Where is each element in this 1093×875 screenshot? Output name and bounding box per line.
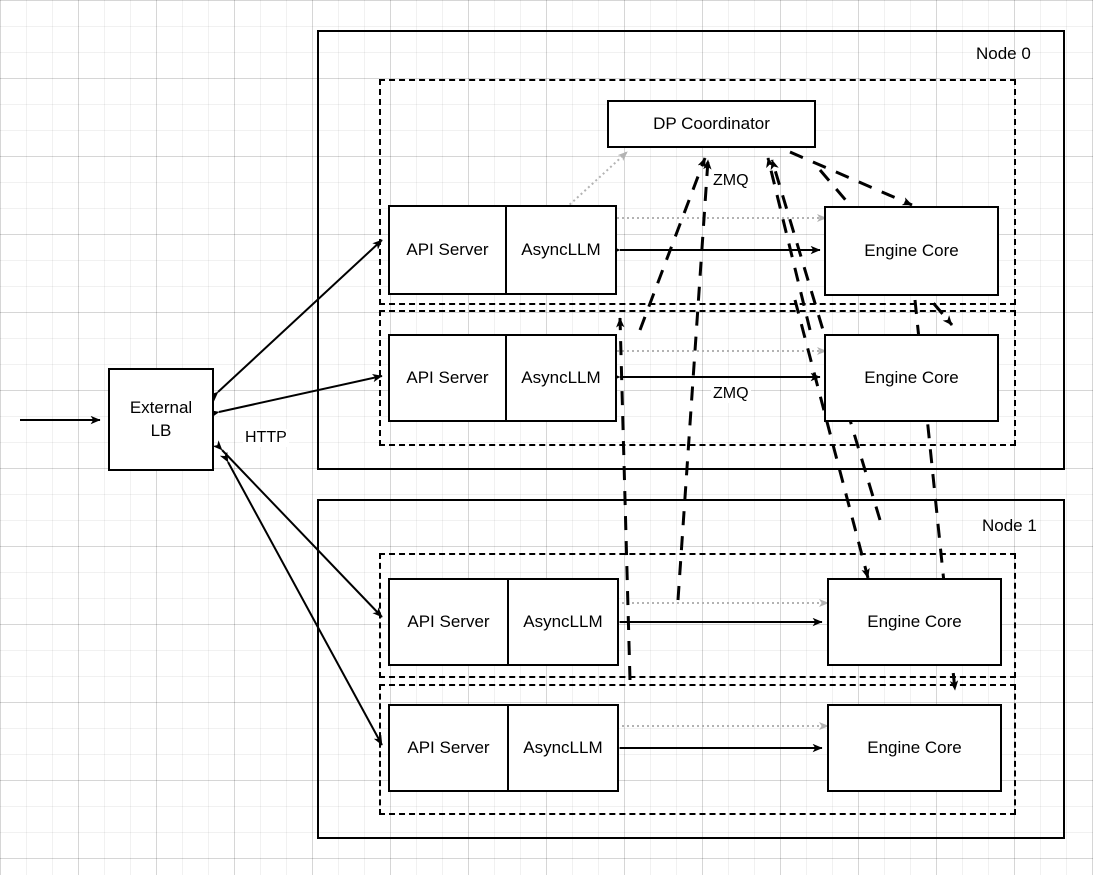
dp-coordinator-label: DP Coordinator	[653, 113, 770, 133]
engine-core-label-1-0: Engine Core	[867, 611, 962, 631]
engine-core-label-0-1: Engine Core	[864, 367, 959, 387]
engine-core-box-0-0[interactable]: Engine Core	[824, 206, 999, 296]
external-lb-label-line1: External	[129, 397, 193, 417]
external-lb-label-line2: LB	[150, 420, 172, 440]
engine-core-box-0-1[interactable]: Engine Core	[824, 334, 999, 422]
dp-group-0-0	[379, 79, 1016, 305]
arrow-dash-coord-in-c	[766, 157, 812, 331]
http-edge-label: HTTP	[243, 429, 289, 447]
zmq-edge-label-top: ZMQ	[711, 172, 751, 190]
arrow-lb-api-0-0	[208, 239, 383, 402]
async-llm-cell-1-0[interactable]: AsyncLLM	[523, 612, 603, 631]
zmq-edge-label-second: ZMQ	[711, 385, 751, 403]
api-server-unit-0-0[interactable]: API Server AsyncLLM	[388, 205, 617, 295]
api-server-cell-0-1[interactable]: API Server	[390, 336, 507, 420]
engine-core-box-1-0[interactable]: Engine Core	[827, 578, 1002, 666]
arrow-dotted-asyncllm-coordinator	[565, 151, 628, 209]
api-server-unit-1-0[interactable]: API Server AsyncLLM	[388, 578, 619, 666]
arrow-dash-coord-out-ec-0-0	[789, 150, 913, 207]
arrow-lb-api-1-0	[212, 440, 383, 618]
async-llm-cell-0-0[interactable]: AsyncLLM	[521, 240, 601, 259]
engine-core-label-1-1: Engine Core	[867, 737, 962, 757]
arrow-lb-api-1-1	[219, 451, 383, 746]
async-llm-cell-1-1[interactable]: AsyncLLM	[523, 738, 603, 757]
async-llm-cell-0-1[interactable]: AsyncLLM	[521, 368, 601, 387]
api-server-cell-1-1[interactable]: API Server	[390, 706, 509, 790]
arrow-dash-coord-in-a	[638, 157, 707, 331]
engine-core-box-1-1[interactable]: Engine Core	[827, 704, 1002, 792]
arrow-lb-api-0-1	[208, 373, 383, 419]
api-server-cell-1-0[interactable]: API Server	[390, 580, 509, 664]
dp-group-1-1	[379, 684, 1016, 815]
api-server-unit-0-1[interactable]: API Server AsyncLLM	[388, 334, 617, 422]
node-label-0: Node 0	[976, 44, 1031, 63]
engine-core-label-0-0: Engine Core	[864, 240, 959, 260]
external-lb-box[interactable]: External LB	[108, 368, 214, 471]
dp-coordinator-box[interactable]: DP Coordinator	[607, 100, 816, 148]
arrow-dash-ec-up-0-1	[616, 317, 632, 681]
arrow-dash-coord-in-b	[676, 159, 712, 601]
node-label-1: Node 1	[982, 516, 1037, 535]
api-server-unit-1-1[interactable]: API Server AsyncLLM	[388, 704, 619, 792]
api-server-cell-0-0[interactable]: API Server	[390, 207, 507, 293]
